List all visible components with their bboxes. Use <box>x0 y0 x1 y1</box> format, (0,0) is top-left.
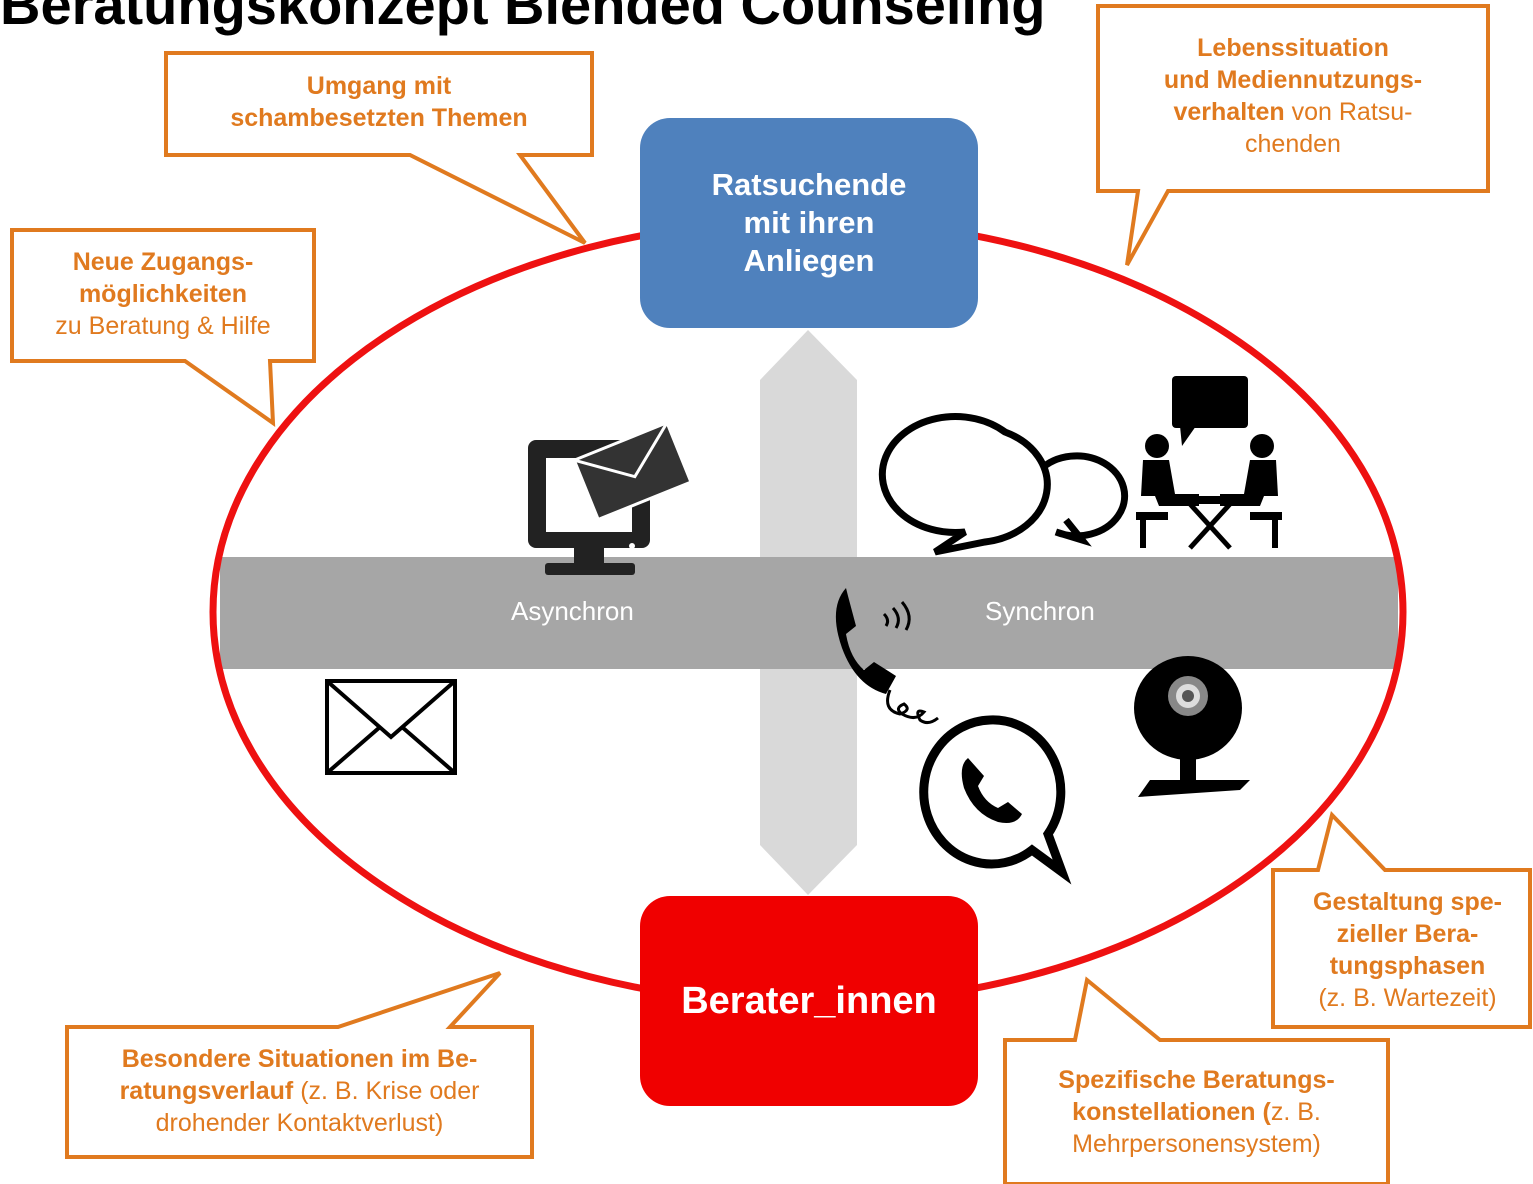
callout-gestaltung-line3: tungsphasen <box>1329 952 1486 980</box>
callout-spezifische: Spezifische Beratungs- konstellationen (… <box>1005 1064 1388 1160</box>
callout-besondere-line3: drohender Kontaktverlust) <box>155 1109 444 1137</box>
client-box-line2: mit ihren <box>743 205 875 240</box>
callout-besondere-outline <box>65 971 534 1159</box>
face-to-face-meeting-icon <box>1136 376 1282 550</box>
callout-lebenssituation-outline <box>1096 4 1490 266</box>
callout-spezifische-line2-bold: konstellationen ( <box>1072 1098 1271 1126</box>
callout-lebenssituation-line4: chenden <box>1245 130 1341 158</box>
computer-mail-icon <box>528 420 693 575</box>
callout-umgang: Umgang mit schambesetzten Themen <box>166 70 592 134</box>
callout-gestaltung-line1: Gestaltung spe- <box>1313 888 1502 916</box>
callout-spezifische-line2-rest: z. B. <box>1270 1098 1321 1126</box>
client-box-line3: Anliegen <box>743 243 875 278</box>
callout-neue-zugang: Neue Zugangs- möglichkeiten zu Beratung … <box>12 246 314 342</box>
callout-gestaltung-line4: (z. B. Wartezeit) <box>1318 984 1497 1012</box>
callout-besondere-line1: Besondere Situationen im Be- <box>121 1045 478 1073</box>
callout-umgang-outline <box>164 51 594 245</box>
counselor-box: Berater_innen <box>640 896 978 1106</box>
channel-band <box>220 557 1398 669</box>
asynchron-label: Asynchron <box>511 596 634 626</box>
telephone-icon <box>835 588 939 725</box>
callout-lebenssituation-line3-bold: verhalten <box>1173 98 1285 126</box>
callout-gestaltung: Gestaltung spe- zieller Bera- tungsphase… <box>1285 886 1530 1014</box>
callout-lebenssituation: Lebenssituation und Mediennutzungs- verh… <box>1098 32 1488 160</box>
callout-spezifische-line1: Spezifische Beratungs- <box>1058 1066 1335 1094</box>
callout-besondere-line2-bold: ratungsverlauf <box>119 1077 294 1105</box>
callout-umgang-line2: schambesetzten Themen <box>230 104 528 132</box>
client-box: Ratsuchende mit ihren Anliegen <box>640 118 978 328</box>
client-box-line1: Ratsuchende <box>711 167 907 202</box>
whatsapp-icon <box>919 715 1072 885</box>
callout-gestaltung-line2: zieller Bera- <box>1336 920 1479 948</box>
counselor-box-label: Berater_innen <box>681 979 937 1022</box>
webcam-icon <box>1134 656 1250 797</box>
callout-lebenssituation-line1: Lebenssituation <box>1197 34 1389 62</box>
synchron-label: Synchron <box>985 596 1095 626</box>
envelope-icon <box>325 679 457 775</box>
callout-lebenssituation-line2: und Mediennutzungs- <box>1163 66 1423 94</box>
callout-neue-zugang-line3: zu Beratung & Hilfe <box>55 312 271 340</box>
chat-bubbles-icon <box>878 413 1129 556</box>
callout-gestaltung-outline <box>1271 811 1532 1029</box>
callout-neue-zugang-line2: möglichkeiten <box>78 280 248 308</box>
callout-umgang-line1: Umgang mit <box>306 72 452 100</box>
callout-besondere: Besondere Situationen im Be- ratungsverl… <box>67 1043 532 1139</box>
callout-neue-zugang-line1: Neue Zugangs- <box>72 248 254 276</box>
callout-spezifische-line3: Mehrpersonensystem) <box>1072 1130 1321 1158</box>
callout-lebenssituation-line3-rest: von Ratsu- <box>1284 98 1413 126</box>
page-title: Beratungskonzept Blended Counseling <box>0 0 1046 36</box>
callout-besondere-line2-rest: (z. B. Krise oder <box>293 1077 480 1105</box>
callout-neue-zugang-outline <box>10 228 316 427</box>
callout-spezifische-outline <box>1003 976 1390 1184</box>
